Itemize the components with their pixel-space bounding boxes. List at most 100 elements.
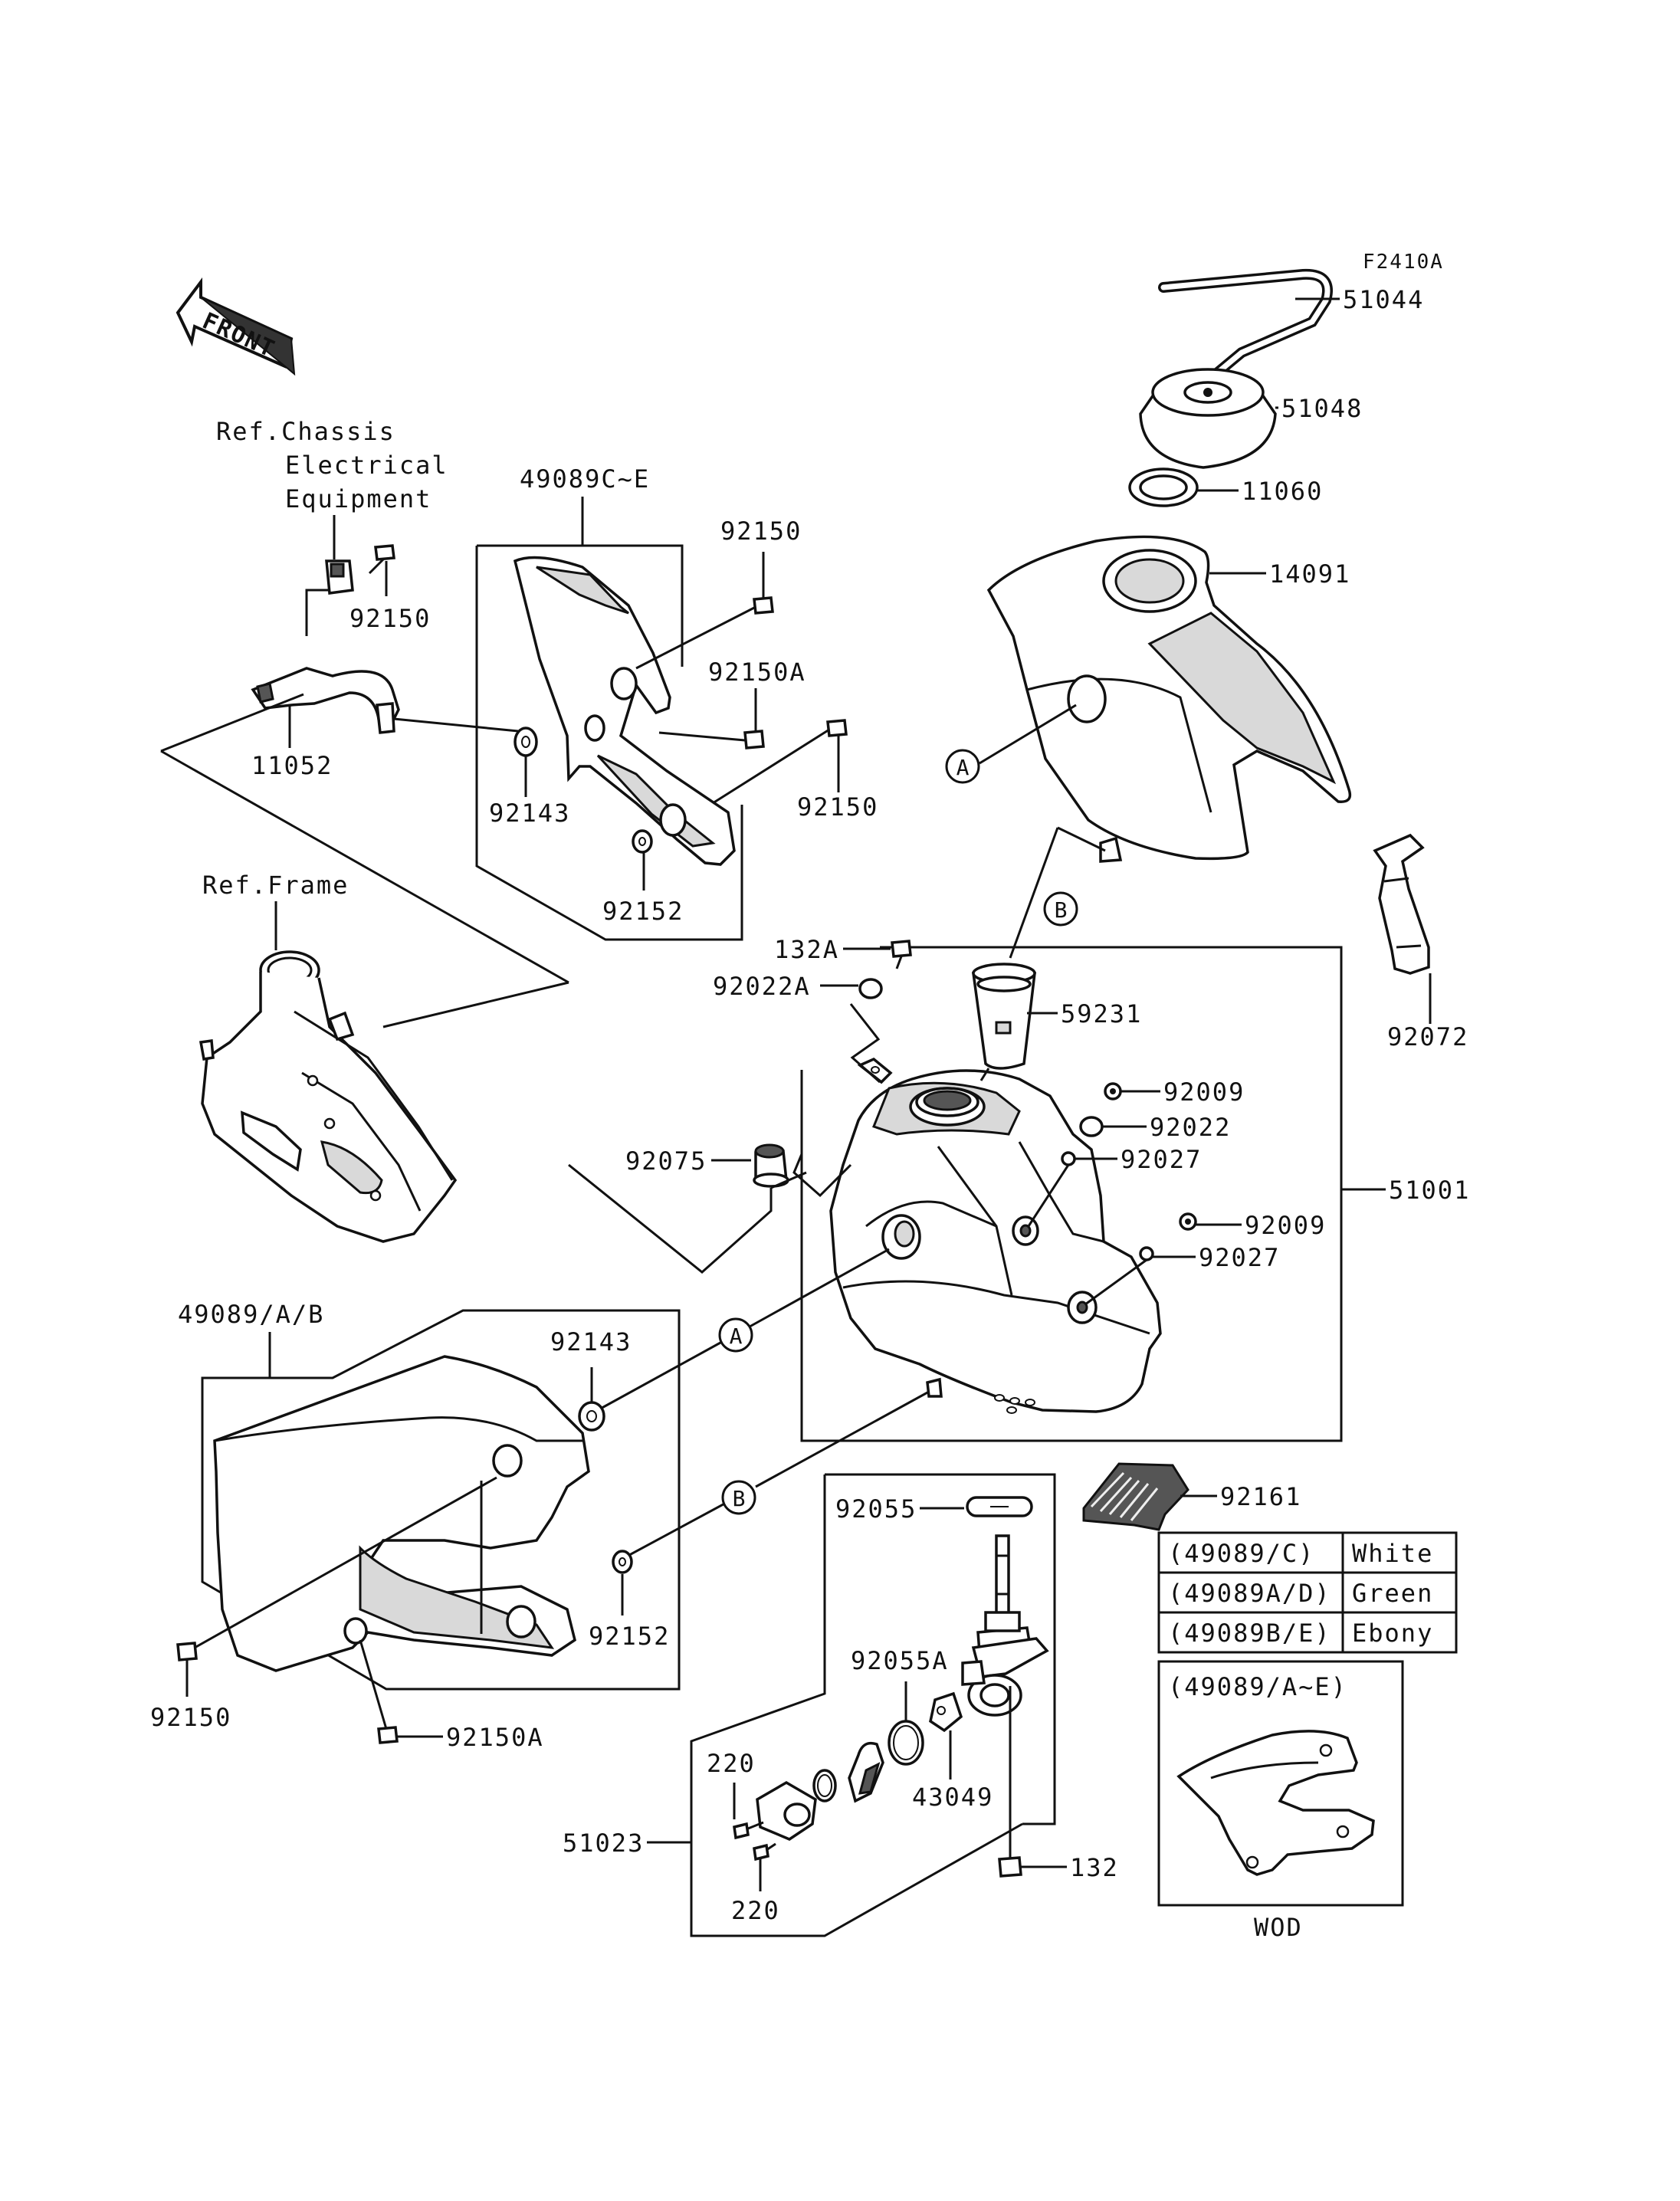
- svg-text:A: A: [730, 1324, 743, 1349]
- oring-small: [812, 1769, 837, 1802]
- inset-box: (49089/A~E): [1157, 1660, 1404, 1907]
- label-92150-top-left: 92150: [349, 604, 431, 633]
- callout-B-upper: B: [1043, 891, 1078, 927]
- shroud-bracket-49089ce: [513, 556, 736, 866]
- label-51044: 51044: [1343, 285, 1424, 314]
- collar-92152-upper: [632, 829, 653, 854]
- frame-section: [199, 950, 458, 1243]
- bolt-92009-a: [1104, 1082, 1122, 1100]
- label-92009-b: 92009: [1245, 1211, 1326, 1240]
- fuel-cap-51048: [1139, 368, 1277, 469]
- label-220-a: 220: [707, 1749, 756, 1778]
- label-49089ab: 49089/A/B: [178, 1300, 324, 1329]
- label-132a: 132A: [774, 935, 839, 964]
- damper-92075: [753, 1143, 789, 1188]
- label-51001: 51001: [1389, 1176, 1470, 1205]
- color-table-color-2: Ebony: [1352, 1619, 1433, 1648]
- lever-plate: [756, 1780, 817, 1841]
- ref-frame: Ref.Frame: [202, 871, 349, 900]
- label-132: 132: [1070, 1853, 1119, 1882]
- gasket-11060: [1128, 467, 1199, 507]
- label-92075: 92075: [625, 1146, 707, 1176]
- ref-chassis-line3: Equipment: [285, 484, 431, 513]
- fuel-tank-51001: [829, 1057, 1162, 1414]
- filter-gasket-92055: [966, 1496, 1033, 1517]
- label-14091: 14091: [1269, 559, 1350, 589]
- label-92027-b: 92027: [1199, 1243, 1280, 1272]
- color-table-color-0: White: [1352, 1539, 1433, 1568]
- breather-hose-51044: [1158, 268, 1333, 396]
- tank-cover-14091: [986, 535, 1352, 863]
- bolt-92150a-upper: [658, 730, 765, 750]
- label-92009-a: 92009: [1163, 1078, 1245, 1107]
- bolt-92150-top-left: [368, 544, 395, 575]
- tank-bottom-holes: [994, 1394, 1035, 1414]
- label-59231: 59231: [1061, 999, 1142, 1028]
- bracket-11052: [251, 667, 400, 734]
- bolt-132: [998, 1686, 1022, 1878]
- fuel-petcock-body: [961, 1534, 1049, 1717]
- label-92072: 92072: [1387, 1022, 1468, 1051]
- gasket-43049: [929, 1691, 963, 1733]
- callout-A-upper: A: [945, 749, 980, 784]
- callout-A-lower: A: [718, 1317, 753, 1353]
- nut-92027-a: [1061, 1151, 1076, 1166]
- label-51023: 51023: [563, 1829, 644, 1858]
- label-92150-upper: 92150: [720, 517, 802, 546]
- callout-B-lower: B: [721, 1480, 756, 1515]
- label-51048: 51048: [1281, 394, 1363, 423]
- strap-92072: [1373, 833, 1430, 975]
- label-49089ce: 49089C~E: [520, 464, 650, 494]
- ref-chassis-line2: Electrical: [285, 451, 448, 480]
- inset-caption: WOD: [1254, 1913, 1303, 1942]
- label-92055: 92055: [835, 1494, 917, 1524]
- color-table: (49089/C) White (49089A/D) Green (49089B…: [1157, 1531, 1458, 1654]
- color-table-color-1: Green: [1352, 1579, 1433, 1608]
- label-92027-a: 92027: [1121, 1145, 1202, 1174]
- ref-chassis-line1: Ref.Chassis: [216, 417, 395, 446]
- label-11060: 11060: [1242, 477, 1323, 506]
- bolt-92150-right: [712, 719, 848, 805]
- label-92022: 92022: [1150, 1113, 1231, 1142]
- label-92161: 92161: [1220, 1482, 1301, 1511]
- bolt-92150-lower: [176, 1476, 497, 1661]
- bolt-132a: [891, 940, 912, 969]
- label-92150a-upper: 92150A: [708, 658, 806, 687]
- label-92143-upper: 92143: [489, 799, 570, 828]
- oring-92055a: [888, 1720, 924, 1766]
- lever-knob: [848, 1741, 884, 1803]
- label-92022a: 92022A: [713, 972, 811, 1001]
- label-220-b: 220: [731, 1896, 780, 1925]
- color-table-code-2: (49089B/E): [1168, 1619, 1331, 1648]
- label-11052: 11052: [251, 751, 333, 780]
- side-cover-92161: [1082, 1462, 1189, 1531]
- screw-220-a: [733, 1821, 764, 1840]
- collar-92152-lower: [612, 1550, 633, 1574]
- label-92152-lower: 92152: [589, 1622, 670, 1651]
- label-92143-lower: 92143: [550, 1327, 632, 1356]
- label-43049: 43049: [912, 1783, 993, 1812]
- color-table-code-0: (49089/C): [1168, 1539, 1314, 1568]
- front-arrow-icon: FRONT: [176, 277, 296, 376]
- washer-92143-upper: [514, 727, 538, 757]
- svg-text:B: B: [733, 1486, 746, 1511]
- label-92150-lower: 92150: [150, 1703, 231, 1732]
- bolt-92150-upper: [635, 596, 774, 670]
- label-92055a: 92055A: [851, 1646, 949, 1675]
- washer-92143-lower: [578, 1401, 605, 1432]
- connector-clip: [325, 559, 354, 595]
- svg-text:A: A: [956, 755, 970, 780]
- filler-neck-59231: [971, 963, 1036, 1070]
- inset-title: (49089/A~E): [1168, 1672, 1347, 1701]
- bolt-92150a-lower: [359, 1639, 399, 1744]
- label-92152-upper: 92152: [602, 897, 684, 926]
- washer-92022: [1079, 1116, 1104, 1137]
- nut-92027-b: [1139, 1246, 1154, 1261]
- screw-220-b: [753, 1842, 776, 1862]
- washer-92022a: [858, 978, 883, 999]
- label-92150a-lower: 92150A: [446, 1723, 544, 1752]
- svg-text:B: B: [1055, 897, 1068, 923]
- color-table-code-1: (49089A/D): [1168, 1579, 1331, 1608]
